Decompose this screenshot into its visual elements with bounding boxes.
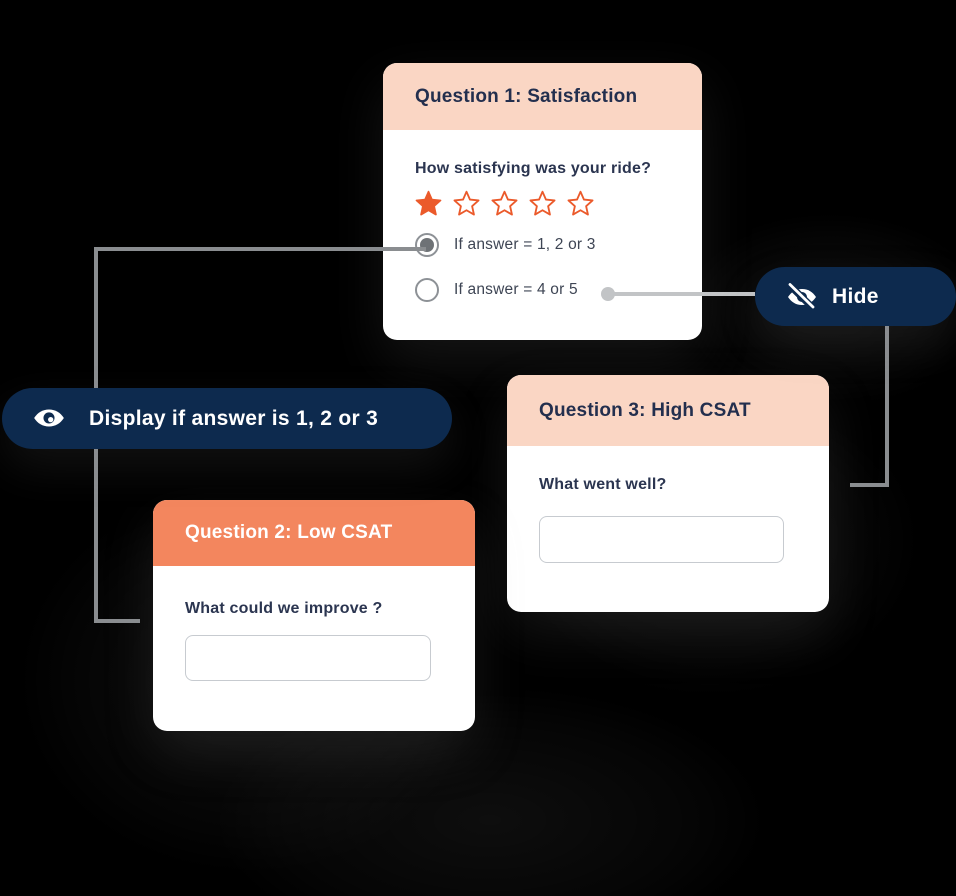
connector-line-low-csat [96, 247, 426, 251]
question3-card: Question 3: High CSAT What went well? [507, 375, 829, 612]
connector-line-low-csat [94, 619, 140, 623]
branch-options: If answer = 1, 2 or 3 If answer = 4 or 5 [415, 233, 670, 302]
connector-line-hide [885, 326, 889, 487]
radio-option-1[interactable]: If answer = 1, 2 or 3 [415, 233, 670, 257]
radio-option-2[interactable]: If answer = 4 or 5 [415, 278, 670, 302]
question3-body: What went well? [507, 446, 829, 563]
radio-icon[interactable] [415, 233, 439, 257]
display-pill-label: Display if answer is 1, 2 or 3 [89, 406, 379, 430]
question2-prompt: What could we improve ? [185, 600, 383, 617]
radio-option-label: If answer = 4 or 5 [454, 281, 578, 298]
connector-line-hide [850, 483, 889, 487]
hide-pill[interactable]: Hide [755, 267, 956, 326]
question1-prompt: How satisfying was your ride? [415, 160, 652, 177]
question2-title: Question 2: Low CSAT [185, 522, 393, 543]
question2-header: Question 2: Low CSAT [153, 500, 475, 566]
question3-answer-input[interactable] [539, 516, 784, 563]
star-rating[interactable] [415, 190, 670, 217]
star-icon[interactable] [529, 190, 556, 217]
display-pill[interactable]: Display if answer is 1, 2 or 3 [2, 388, 452, 449]
question2-answer-input[interactable] [185, 635, 431, 681]
star-icon[interactable] [567, 190, 594, 217]
eye-icon [34, 408, 64, 426]
star-icon[interactable] [415, 190, 442, 217]
question2-body: What could we improve ? [153, 566, 475, 681]
question3-prompt: What went well? [539, 476, 667, 493]
question3-header: Question 3: High CSAT [507, 375, 829, 446]
star-icon[interactable] [453, 190, 480, 217]
star-icon[interactable] [491, 190, 518, 217]
radio-icon[interactable] [415, 278, 439, 302]
hide-pill-label: Hide [832, 284, 879, 308]
eye-off-icon [788, 282, 817, 311]
connector-line-hide [612, 292, 755, 296]
question3-title: Question 3: High CSAT [539, 399, 751, 421]
radio-option-label: If answer = 1, 2 or 3 [454, 236, 596, 253]
question2-card: Question 2: Low CSAT What could we impro… [153, 500, 475, 731]
question1-body: How satisfying was your ride? If answer … [383, 130, 702, 302]
connector-dot [601, 287, 615, 301]
question1-title: Question 1: Satisfaction [415, 85, 638, 107]
question1-header: Question 1: Satisfaction [383, 63, 702, 130]
question1-card: Question 1: Satisfaction How satisfying … [383, 63, 702, 340]
